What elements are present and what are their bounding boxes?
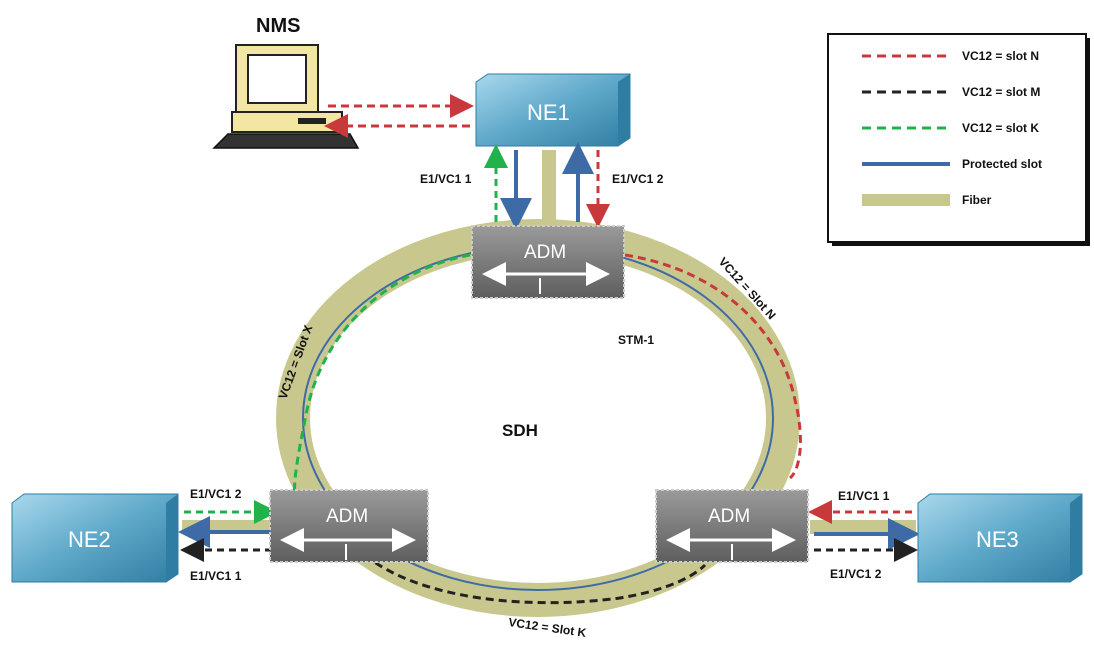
legend-label-1: VC12 = slot M xyxy=(962,85,1040,99)
computer-terminal-icon xyxy=(212,44,360,149)
ne3-box xyxy=(917,493,1083,583)
adm-top-box xyxy=(471,225,625,299)
legend-label-0: VC12 = slot N xyxy=(962,49,1039,63)
ne3-fiber-link xyxy=(810,520,916,534)
legend: VC12 = slot N VC12 = slot M VC12 = slot K P… xyxy=(827,33,1090,246)
adm-right-label: ADM xyxy=(708,506,750,527)
path-label-bottom: VC12 = Slot K xyxy=(508,615,588,640)
ne2-label: NE2 xyxy=(68,527,111,552)
ne2-port-bottom-label: E1/VC1 1 xyxy=(190,569,242,583)
ne3-label: NE3 xyxy=(976,527,1019,552)
nms-title: NMS xyxy=(256,15,300,37)
path-slot-x-green xyxy=(293,253,471,512)
ne3-port-bottom-label: E1/VC1 2 xyxy=(830,567,882,581)
legend-label-3: Protected slot xyxy=(962,157,1042,171)
ne2-port-top-label: E1/VC1 2 xyxy=(190,487,242,501)
ne1-label: NE1 xyxy=(527,100,570,125)
adm-left-label: ADM xyxy=(326,506,368,527)
adm-right-box xyxy=(655,489,809,563)
ne1-port-left-label: E1/VC1 1 xyxy=(420,172,472,186)
center-label: SDH xyxy=(502,421,538,440)
ne2-box xyxy=(11,493,179,583)
ne1-port-right-label: E1/VC1 2 xyxy=(612,172,664,186)
ne1-box xyxy=(475,73,631,147)
path-slot-n-red xyxy=(624,253,802,480)
path-slot-k-black xyxy=(364,553,707,605)
legend-label-4: Fiber xyxy=(962,193,992,207)
adm-top-label: ADM xyxy=(524,242,566,263)
legend-label-2: VC12 = slot K xyxy=(962,121,1039,135)
ne3-port-top-label: E1/VC1 1 xyxy=(838,489,890,503)
ring-label: STM-1 xyxy=(618,333,654,347)
adm-left-box xyxy=(269,489,429,563)
ne1-fiber-link xyxy=(542,150,556,224)
